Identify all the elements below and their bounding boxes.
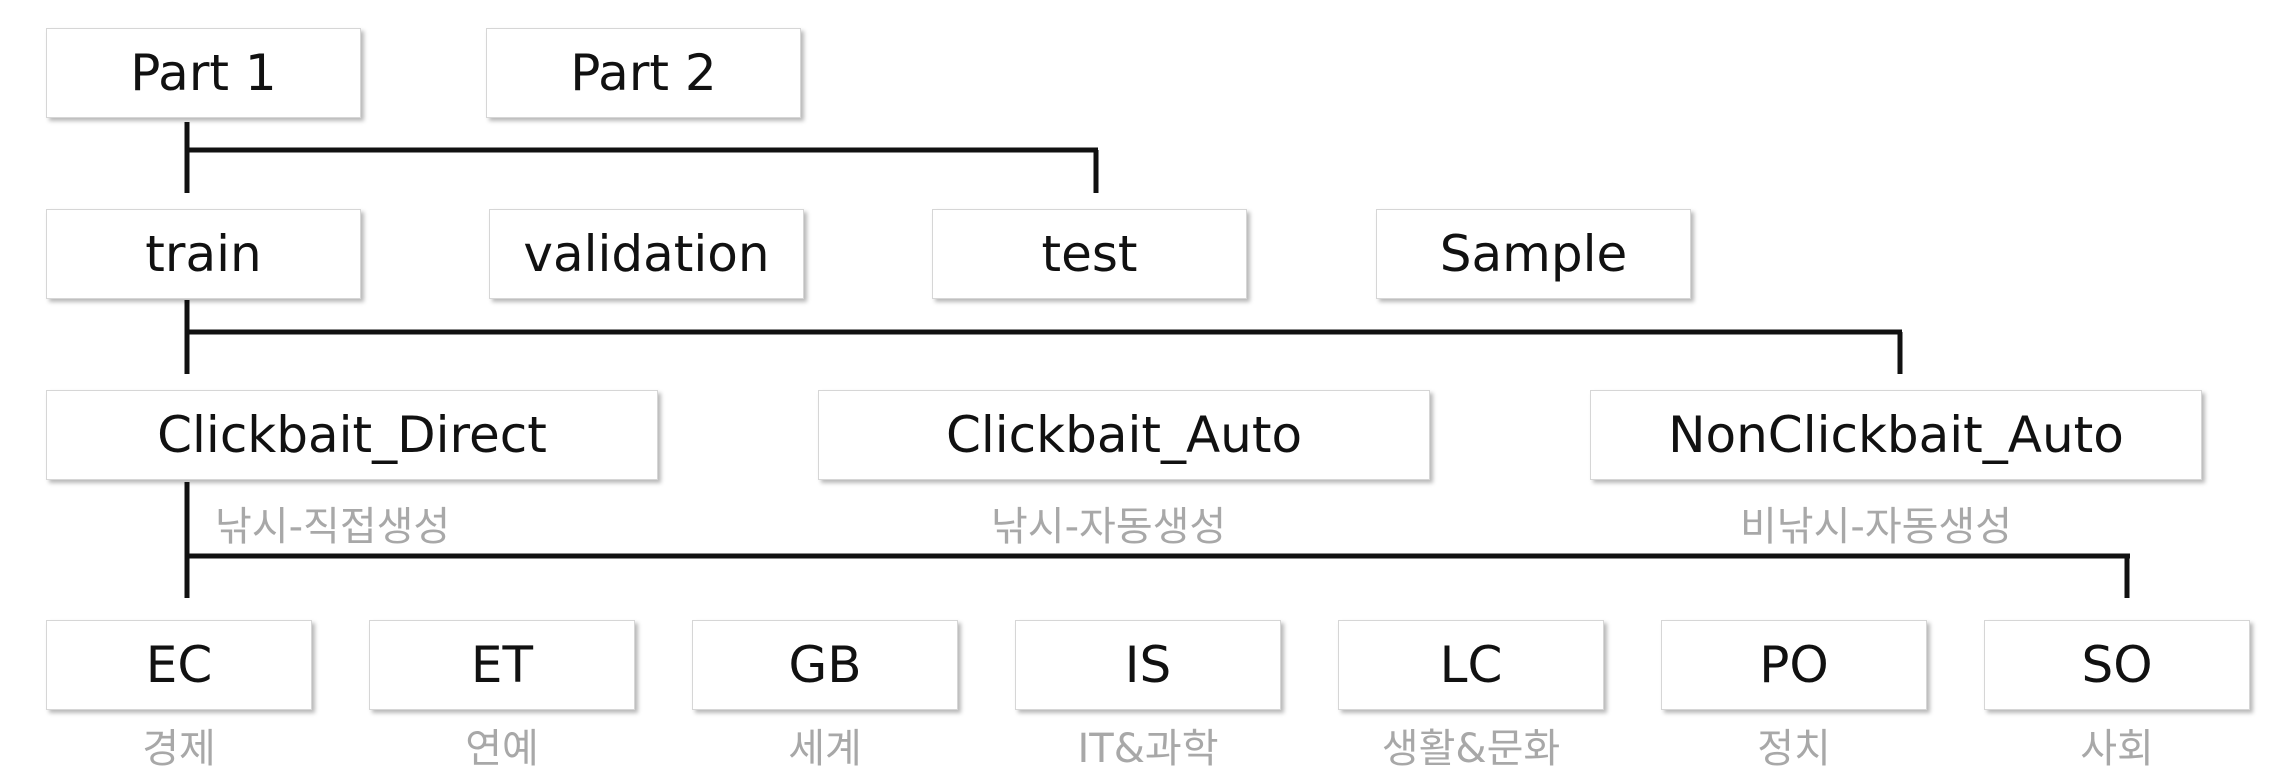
node-sample: Sample bbox=[1376, 209, 1691, 299]
node-lc: LC bbox=[1338, 620, 1604, 710]
sub-is: IT&과학 bbox=[1077, 726, 1219, 772]
node-nonclickbait-auto: NonClickbait_Auto bbox=[1590, 390, 2202, 480]
node-part-2: Part 2 bbox=[486, 28, 801, 118]
sub-nonclickbait-auto: 비낚시-자동생성 bbox=[1740, 504, 2013, 550]
sub-et: 연예 bbox=[465, 726, 539, 772]
sub-clickbait-direct: 낚시-직접생성 bbox=[215, 504, 451, 550]
node-po: PO bbox=[1661, 620, 1927, 710]
node-et: ET bbox=[369, 620, 635, 710]
node-train: train bbox=[46, 209, 361, 299]
sub-so: 사회 bbox=[2080, 726, 2154, 772]
node-clickbait-direct: Clickbait_Direct bbox=[46, 390, 658, 480]
sub-lc: 생활&문화 bbox=[1381, 726, 1561, 772]
sub-clickbait-auto: 낚시-자동생성 bbox=[991, 504, 1227, 550]
node-part-1: Part 1 bbox=[46, 28, 361, 118]
sub-po: 정치 bbox=[1757, 726, 1831, 772]
node-clickbait-auto: Clickbait_Auto bbox=[818, 390, 1430, 480]
sub-gb: 세계 bbox=[788, 726, 862, 772]
sub-ec: 경제 bbox=[142, 726, 216, 772]
node-ec: EC bbox=[46, 620, 312, 710]
node-test: test bbox=[932, 209, 1247, 299]
node-so: SO bbox=[1984, 620, 2250, 710]
node-is: IS bbox=[1015, 620, 1281, 710]
node-gb: GB bbox=[692, 620, 958, 710]
node-validation: validation bbox=[489, 209, 804, 299]
